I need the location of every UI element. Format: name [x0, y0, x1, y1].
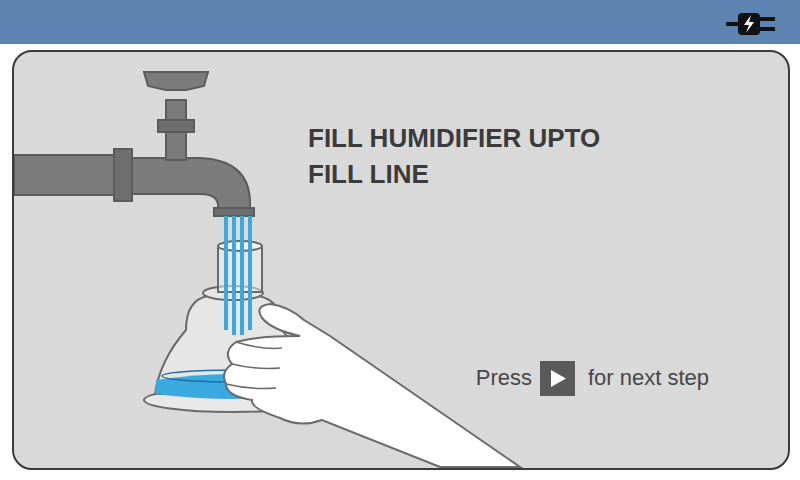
plug-icon — [726, 13, 775, 35]
prompt-text: Press — [476, 363, 532, 393]
faucet — [14, 72, 254, 216]
water-stream — [226, 216, 250, 335]
next-button-icon — [540, 361, 575, 396]
panel-ground — [13, 51, 789, 469]
prompt-text: for next step — [588, 363, 709, 393]
hand — [224, 304, 520, 467]
screen-panel: FILL HUMIDIFIER UPTO FILL LINE Press for n… — [12, 50, 790, 470]
header-bar — [0, 0, 800, 44]
instruction-text: FILL HUMIDIFIER UPTO FILL LINE — [308, 120, 638, 192]
